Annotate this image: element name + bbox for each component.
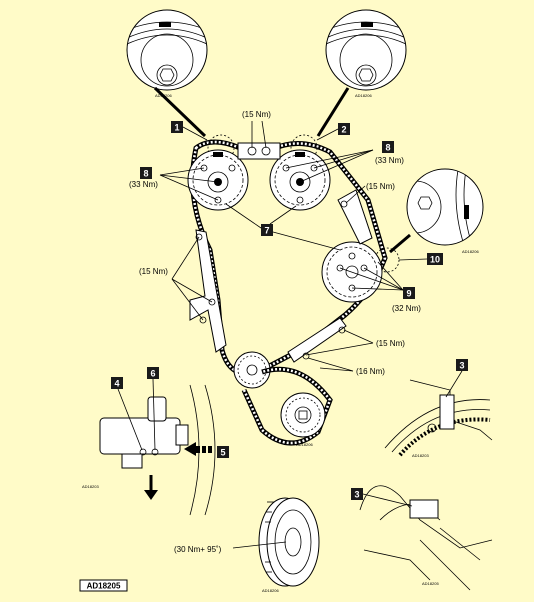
figure-code-locking: AD18205 — [422, 581, 439, 586]
oil-pump-chain-links — [242, 368, 332, 445]
upper-chain-guide — [237, 142, 281, 160]
torque-pulley: (30 Nm+ 95˚) — [174, 545, 222, 554]
svg-text:10: 10 — [430, 255, 440, 265]
lower-guide-rail — [287, 317, 347, 363]
torque-pump: (32 Nm) — [392, 304, 421, 313]
callout-5: 5 — [217, 446, 229, 458]
figure-code-crank: AD18206 — [296, 442, 313, 447]
callout-4: 4 — [111, 377, 143, 451]
torque-top-center: (15 Nm) — [242, 110, 271, 119]
svg-text:4: 4 — [114, 379, 119, 389]
callout-7: 7 — [225, 203, 341, 251]
detail-top-left: AD18206 — [126, 9, 208, 98]
callout-8-left: 8 — [140, 167, 152, 179]
torque-lower-guide-a: (15 Nm) — [376, 339, 405, 348]
svg-text:5: 5 — [220, 448, 225, 458]
torque-right-cam: (33 Nm) — [375, 156, 404, 165]
callout-8-right: 8 — [382, 141, 394, 153]
camshaft-sprocket-right — [269, 149, 331, 211]
chain-tensioner — [99, 384, 216, 516]
torque-lower-guide-b: (16 Nm) — [356, 367, 385, 376]
svg-text:9: 9 — [406, 289, 411, 299]
svg-text:2: 2 — [341, 125, 346, 135]
svg-text:3: 3 — [459, 361, 464, 371]
svg-text:8: 8 — [143, 169, 148, 179]
crankshaft-pulley — [258, 497, 320, 587]
svg-text:6: 6 — [150, 369, 155, 379]
figure-code-pulley: AD18206 — [262, 588, 279, 593]
callout-6: 6 — [147, 367, 159, 451]
callout-10: 10 — [398, 253, 443, 265]
figure-code-tensioner: AD18203 — [82, 484, 99, 489]
callout-1: 1 — [171, 121, 208, 141]
figure-code-flywheel: AD18203 — [412, 453, 429, 458]
figure-code-mid-right: AD18206 — [462, 249, 479, 254]
left-guide-rail — [189, 229, 227, 353]
detail-leader-left — [153, 86, 207, 138]
right-tensioner-rail — [337, 189, 373, 245]
detail-top-right: AD18206 — [325, 9, 407, 98]
svg-text:AD18205: AD18205 — [87, 582, 121, 591]
svg-text:7: 7 — [264, 226, 269, 236]
oil-pump-sprocket — [280, 392, 326, 438]
callout-3-top: 3 — [445, 359, 468, 398]
flywheel-lock-detail — [384, 379, 493, 457]
figure-code-main: AD18205 — [79, 579, 128, 592]
detail-mid-right: AD18206 — [406, 168, 484, 254]
torque-left-guide: (15 Nm) — [139, 267, 168, 276]
torque-right-tensioner: (15 Nm) — [366, 182, 395, 191]
svg-text:8: 8 — [385, 143, 390, 153]
timing-mark-pump — [464, 205, 469, 219]
callout-3-bottom: 3 — [351, 488, 413, 507]
torque-left-cam: (33 Nm) — [129, 180, 158, 189]
svg-text:1: 1 — [174, 123, 179, 133]
locking-tool-detail — [359, 485, 493, 591]
timing-mark-right — [361, 22, 373, 27]
figure-code-top-right: AD18206 — [355, 93, 372, 98]
detail-leader-pump — [389, 233, 411, 254]
callout-9: 9 — [403, 287, 415, 299]
timing-mark-left — [159, 22, 171, 27]
detail-leader-right — [316, 87, 350, 137]
svg-text:3: 3 — [354, 490, 359, 500]
callout-2: 2 — [316, 123, 350, 141]
